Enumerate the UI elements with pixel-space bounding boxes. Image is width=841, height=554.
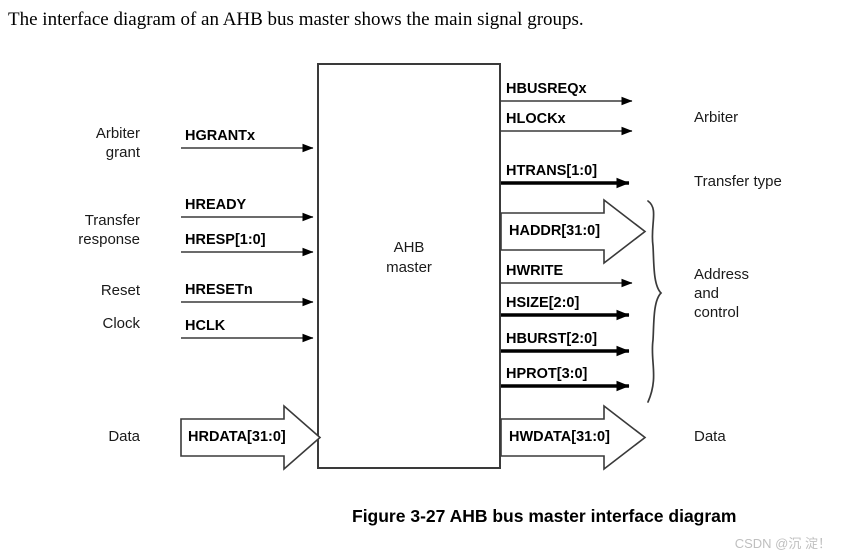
signal-label-hburst: HBURST[2:0] [506,331,598,347]
signal-label-hlockx: HLOCKx [506,111,566,127]
signal-label-hwdata: HWDATA[31:0] [509,429,610,445]
signal-label-hwrite: HWRITE [506,263,564,279]
signal-label-hsize: HSIZE[2:0] [506,295,580,311]
ahb-master-block [317,63,501,469]
haddr-block-arrow [500,198,647,265]
signal-label-hbusreqx: HBUSREQx [506,81,587,97]
group-label-data-out-line1: Data [694,428,726,445]
figure-caption: Figure 3-27 AHB bus master interface dia… [352,506,737,526]
group-label-arbiter-grant-line1: Arbiter [95,125,140,142]
group-label-address-and-control: Address and control [694,265,749,322]
group-label-data-in: Data [20,427,140,446]
group-label-transfer-type-line1: Transfer type [694,173,782,190]
group-label-address-and-control-line3: control [694,304,740,321]
group-label-data-out: Data [694,427,726,446]
input-signal-arrows [180,143,322,471]
signal-label-hrdata: HRDATA[31:0] [188,429,286,445]
signal-label-hprot: HPROT[3:0] [506,366,588,382]
group-label-arbiter-line1: Arbiter [694,109,739,126]
hwdata-block-arrow [500,404,647,471]
ahb-master-block-label: AHB master [318,238,500,278]
group-label-data-in-line1: Data [108,428,140,445]
group-label-address-and-control-line1: Address [694,266,750,283]
signal-label-hready: HREADY [185,197,247,213]
group-label-transfer-response-line2: response [78,231,140,248]
address-control-brace [647,200,663,403]
signal-label-hresp: HRESP[1:0] [185,232,266,248]
output-signal-arrows [500,96,647,471]
signal-label-hclk: HCLK [185,318,226,334]
signal-label-haddr: HADDR[31:0] [509,223,601,239]
group-label-transfer-response: Transfer response [20,211,140,249]
group-label-arbiter: Arbiter [694,108,738,127]
ahb-master-block-label-line1: AHB [393,239,425,256]
ahb-master-block-label-line2: master [386,259,432,276]
signal-label-hresetn: HRESETn [185,282,253,298]
hrdata-block-arrow [180,404,322,471]
group-label-arbiter-grant: Arbiter grant [20,124,140,162]
signal-label-htrans: HTRANS[1:0] [506,163,598,179]
group-label-transfer-type: Transfer type [694,172,782,191]
group-label-clock-line1: Clock [102,315,140,332]
group-label-arbiter-grant-line2: grant [105,144,140,161]
group-label-reset: Reset [20,281,140,300]
csdn-watermark: CSDN @沉 淀！ [734,536,831,551]
group-label-clock: Clock [20,314,140,333]
group-label-reset-line1: Reset [100,282,140,299]
group-label-address-and-control-line2: and [694,285,720,302]
intro-sentence: The interface diagram of an AHB bus mast… [8,9,584,30]
group-label-transfer-response-line1: Transfer [84,212,140,229]
signal-label-hgrantx: HGRANTx [185,128,256,144]
